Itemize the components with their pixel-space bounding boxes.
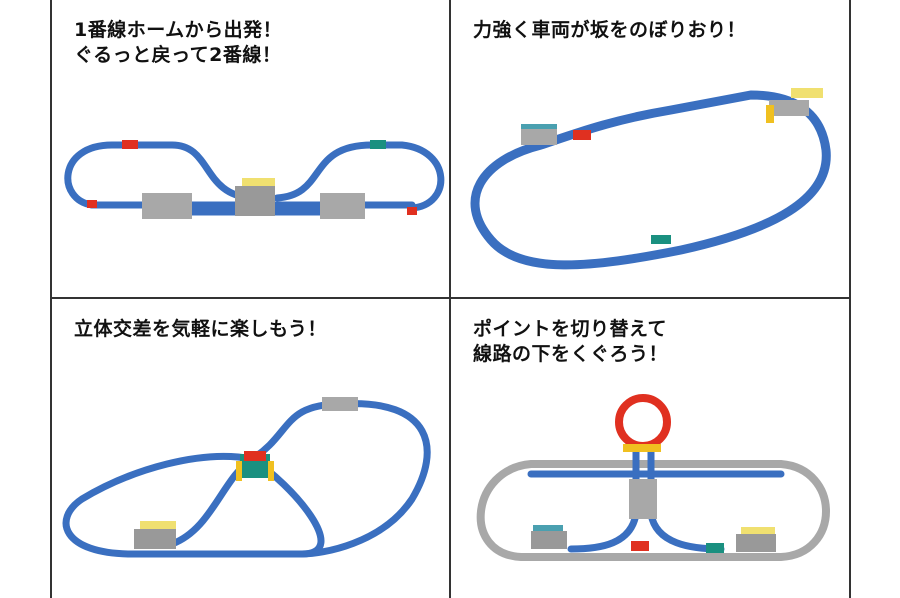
grid-divider-horizontal bbox=[50, 297, 850, 299]
grid-divider-left bbox=[50, 0, 52, 598]
overpass-bridge bbox=[244, 451, 266, 461]
track-layout-illustration bbox=[470, 88, 831, 270]
loop-track bbox=[615, 394, 671, 450]
point-switch bbox=[320, 193, 365, 219]
caption-line: 線路の下をくぐろう！ bbox=[473, 343, 669, 365]
red-car bbox=[573, 130, 591, 140]
support-pier bbox=[236, 461, 242, 481]
station-roof bbox=[741, 527, 775, 534]
red-car bbox=[631, 541, 649, 551]
panel-caption: 1番線ホームから出発！ ぐるっと戻って2番線！ bbox=[74, 18, 282, 68]
point-switch bbox=[142, 193, 192, 219]
buffer-stop bbox=[407, 207, 417, 215]
panel-caption: 立体交差を気軽に楽しもう！ bbox=[74, 317, 327, 342]
loop-support bbox=[623, 444, 661, 452]
caption-line: ぐるっと戻って2番線！ bbox=[74, 44, 282, 66]
layout-panel-1: 1番線ホームから出発！ ぐるっと戻って2番線！ bbox=[52, 0, 450, 297]
panel-caption: ポイントを切り替えて 線路の下をくぐろう！ bbox=[473, 317, 668, 367]
teal-car bbox=[706, 543, 724, 553]
station-platform bbox=[531, 531, 567, 549]
station-roof bbox=[521, 124, 557, 129]
caption-line: 立体交差を気軽に楽しもう！ bbox=[74, 318, 327, 340]
station-roof bbox=[791, 88, 823, 98]
layout-panel-3: 立体交差を気軽に楽しもう！ bbox=[52, 299, 450, 596]
caption-line: ポイントを切り替えて bbox=[473, 318, 668, 340]
station-platform bbox=[235, 186, 275, 216]
caption-line: 1番線ホームから出発！ bbox=[74, 19, 283, 41]
panel-caption: 力強く車両が坂をのぼりおり！ bbox=[473, 18, 746, 43]
station-platform bbox=[521, 127, 557, 145]
station-platform bbox=[134, 529, 176, 549]
station-roof bbox=[242, 178, 275, 186]
red-car bbox=[122, 140, 138, 149]
station-roof bbox=[533, 525, 563, 531]
layout-panel-4: ポイントを切り替えて 線路の下をくぐろう！ bbox=[451, 299, 849, 596]
grid-divider-center bbox=[449, 0, 451, 598]
layout-panel-2: 力強く車両が坂をのぼりおり！ bbox=[451, 0, 849, 297]
caption-line: 力強く車両が坂をのぼりおり！ bbox=[473, 19, 747, 41]
elevated-station bbox=[769, 100, 809, 116]
support-pier bbox=[268, 461, 274, 481]
station-roof bbox=[140, 521, 176, 529]
track-layout-illustration bbox=[64, 140, 445, 219]
teal-car bbox=[651, 235, 671, 244]
track-layout-illustration bbox=[62, 397, 431, 558]
station-platform bbox=[322, 397, 358, 411]
support-pier bbox=[766, 105, 774, 123]
point-switch bbox=[629, 479, 657, 519]
buffer-stop bbox=[87, 200, 97, 208]
station-platform bbox=[736, 534, 776, 552]
grid-divider-right bbox=[849, 0, 851, 598]
teal-car bbox=[370, 140, 386, 149]
track-layout-illustration bbox=[476, 394, 830, 561]
